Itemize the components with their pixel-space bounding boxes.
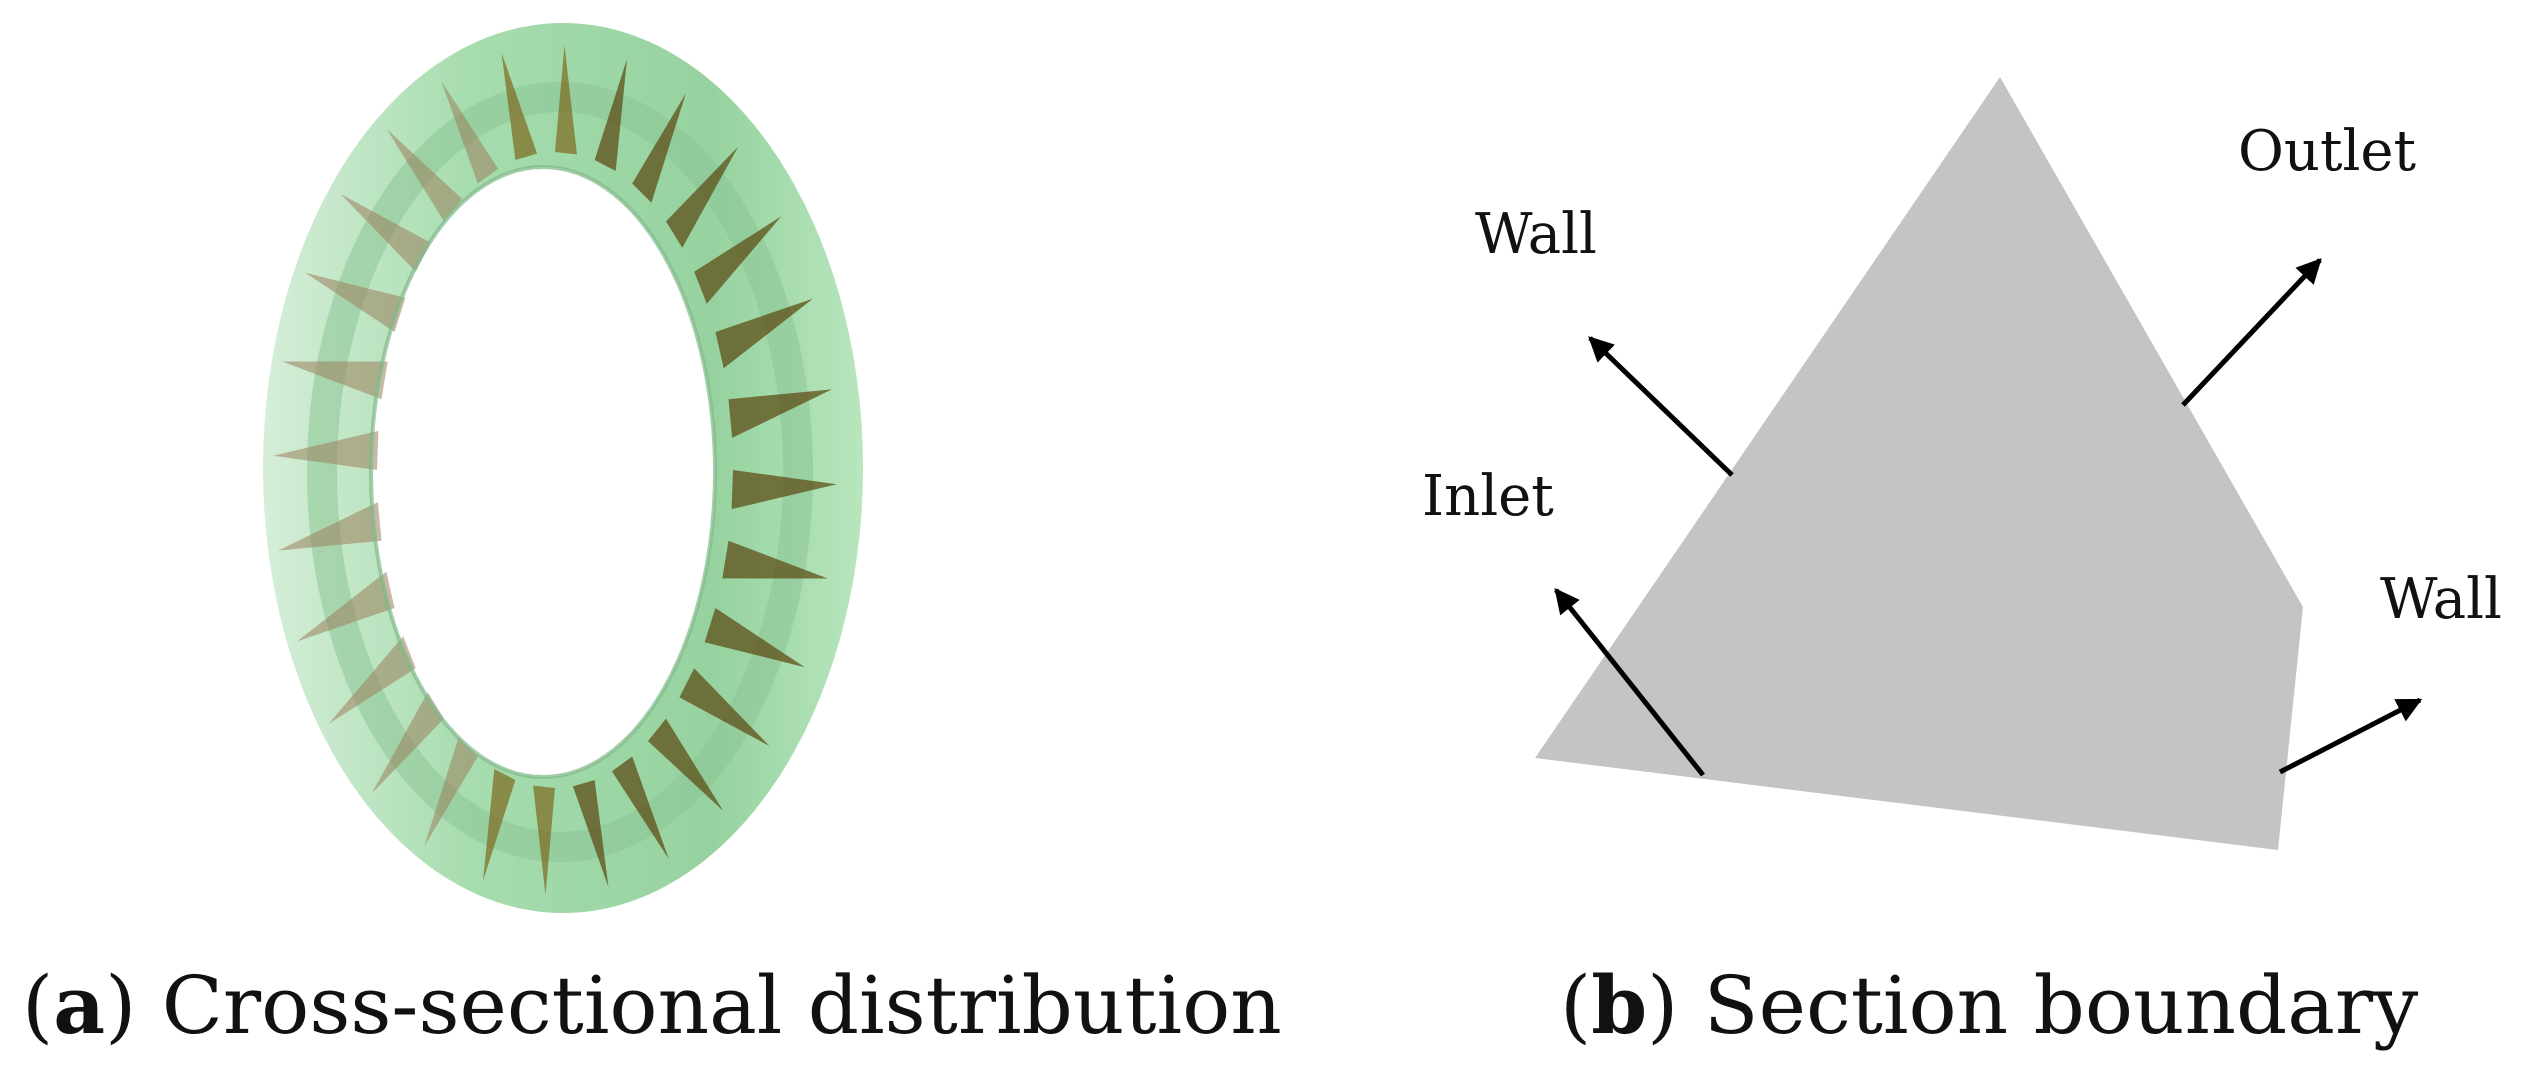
inlet-arrow [1554,588,1705,777]
ring-outer [263,23,863,913]
ring-tooth [722,540,828,579]
panel-a-ring [263,23,863,913]
caption-b-text: ) Section boundary [1647,959,2418,1052]
ring-tooth [704,608,805,668]
label-wall-right: Wall [2380,567,2502,632]
label-wall-top: Wall [1475,202,1597,267]
ring-tooth [441,81,499,184]
ring-tooth [278,502,382,551]
ring-tooth [715,298,813,369]
ring-hole-edge [369,165,717,779]
ring-tooth [501,52,538,161]
caption-a-text: ) Cross-sectional distribution [105,959,1282,1052]
ring-tooth [297,571,395,642]
wall-top-arrow [1588,336,1734,477]
ring-tooth [594,59,627,171]
ring-tooth [340,194,431,272]
ring-tooth [483,769,516,881]
ring-tooth [533,785,555,895]
panel-b-section: Wall Outlet Inlet Wall [1422,77,2502,850]
ring-tooth [632,93,686,203]
wall-right-arrow [2278,697,2423,775]
ring-tooth [694,216,782,304]
ring-tooth [555,45,577,155]
ring-tooth [731,470,837,510]
ring-tooth [611,756,669,859]
ring-tooth [273,430,379,470]
ring-tooth [666,146,739,248]
caption-a-open: ( [22,959,53,1052]
caption-b-open: ( [1560,959,1591,1052]
label-outlet: Outlet [2238,119,2417,184]
caption-a-letter: a [53,958,105,1052]
caption-a: (a) Cross-sectional distribution [22,958,1282,1052]
caption-b-letter: b [1591,958,1647,1052]
section-shape [1535,77,2303,850]
ring-tooth [572,780,609,888]
label-inlet: Inlet [1422,464,1554,529]
ring-tooth [282,361,388,400]
ring-tooth [328,636,416,724]
caption-b: (b) Section boundary [1560,958,2418,1052]
ring-tooth [371,692,444,794]
ring-tooth [424,737,478,847]
ring-teeth [273,45,837,895]
ring-tooth [728,389,832,438]
ring-tooth [648,718,724,811]
ring-tooth [679,668,770,746]
ring-tooth [305,272,406,332]
ring-tooth [386,129,462,222]
outlet-arrow [2181,258,2322,407]
